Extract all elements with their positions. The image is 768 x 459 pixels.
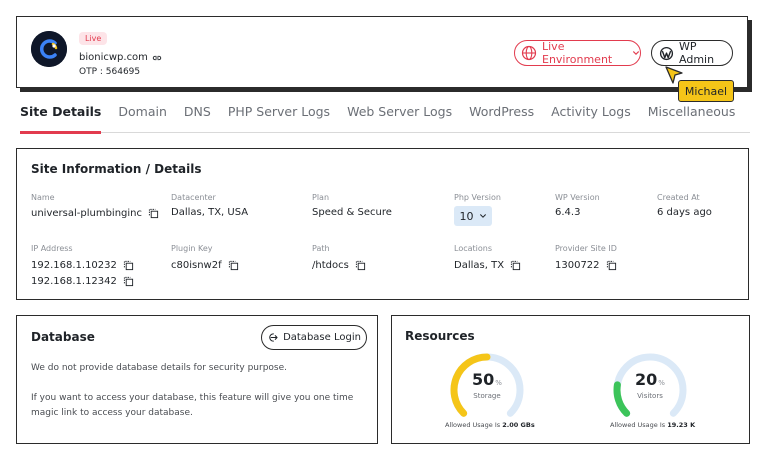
site-logo	[31, 31, 67, 67]
copy-icon[interactable]	[606, 260, 617, 271]
environment-dropdown[interactable]: Live Environment	[514, 40, 641, 66]
wp-version-value: 6.4.3	[555, 207, 581, 218]
copy-icon[interactable]	[148, 208, 159, 219]
chevron-down-icon	[632, 49, 640, 57]
provider-site-id-text: 1300722	[555, 260, 600, 271]
name-text: universal-plumbinginc	[31, 208, 142, 219]
ip-address-value-2: 192.168.1.12342	[31, 276, 134, 287]
plugin-key-label: Plugin Key	[171, 244, 213, 253]
pointer-cursor-icon	[663, 64, 685, 86]
storage-value: 50	[472, 370, 495, 389]
php-version-value: 10	[459, 209, 474, 223]
visitors-usage-prefix: Allowed Usage Is	[610, 421, 666, 429]
plugin-key-value: c80isnw2f	[171, 260, 239, 271]
database-notice: We do not provide database details for s…	[31, 363, 287, 373]
site-domain[interactable]: bionicwp.com	[79, 52, 162, 63]
plugin-key-text: c80isnw2f	[171, 260, 222, 271]
visitors-gauge: 20% Visitors	[610, 350, 690, 430]
ip-address-label: IP Address	[31, 244, 73, 253]
datacenter-label: Datacenter	[171, 193, 216, 202]
created-at-label: Created At	[657, 193, 700, 202]
storage-usage-value: 2.00 GBs	[502, 421, 535, 429]
datacenter-value: Dallas, TX, USA	[171, 207, 249, 218]
database-magic-link-notice: If you want to access your database, thi…	[31, 393, 354, 418]
tab-domain[interactable]: Domain	[118, 104, 167, 119]
plan-label: Plan	[312, 193, 330, 202]
copy-icon[interactable]	[123, 276, 134, 287]
visitors-unit: %	[658, 379, 665, 387]
site-header-card: Live bionicwp.com OTP : 564695 Live Envi…	[16, 16, 748, 88]
ip-address-text: 192.168.1.10232	[31, 260, 117, 271]
storage-gauge-fill	[450, 353, 491, 417]
name-value: universal-plumbinginc	[31, 208, 159, 219]
visitors-gauge-fill	[613, 381, 631, 417]
site-information-card: Site Information / Details Name universa…	[16, 148, 749, 300]
copy-icon[interactable]	[228, 260, 239, 271]
provider-site-id-label: Provider Site ID	[555, 244, 617, 253]
copy-icon[interactable]	[355, 260, 366, 271]
live-status-badge: Live	[79, 32, 108, 45]
tab-activity-logs[interactable]: Activity Logs	[551, 104, 631, 119]
tab-dns[interactable]: DNS	[183, 104, 211, 119]
visitors-value: 20	[635, 370, 658, 389]
user-cursor-tag: Michael	[678, 80, 734, 102]
database-login-label: Database Login	[283, 332, 361, 343]
visitors-usage-value: 19.23 K	[667, 421, 696, 429]
name-label: Name	[31, 193, 55, 202]
wp-admin-button[interactable]: WP Admin	[651, 40, 733, 66]
tab-php-server-logs[interactable]: PHP Server Logs	[227, 104, 331, 119]
wordpress-icon	[659, 46, 674, 61]
tab-web-server-logs[interactable]: Web Server Logs	[347, 104, 453, 119]
ip-address-text: 192.168.1.12342	[31, 276, 117, 287]
path-text: /htdocs	[312, 260, 349, 271]
visitors-allowed-usage: Allowed Usage Is 19.23 K	[610, 421, 695, 429]
wp-admin-label: WP Admin	[679, 40, 715, 66]
path-value: /htdocs	[312, 260, 366, 271]
tab-wordpress[interactable]: WordPress	[469, 104, 535, 119]
wp-version-label: WP Version	[555, 193, 600, 202]
database-title: Database	[31, 330, 95, 344]
link-icon[interactable]	[152, 53, 162, 63]
resources-card: Resources 50% Storage Allowed Usage Is 2…	[391, 315, 750, 444]
php-version-select[interactable]: 10	[454, 206, 492, 226]
globe-icon	[521, 45, 537, 61]
resources-title: Resources	[405, 329, 475, 343]
site-tabs: Site Details Domain DNS PHP Server Logs …	[20, 100, 750, 134]
path-label: Path	[312, 244, 330, 253]
otp-code: OTP : 564695	[79, 67, 141, 77]
storage-allowed-usage: Allowed Usage Is 2.00 GBs	[445, 421, 535, 429]
chevron-down-icon	[479, 212, 487, 220]
copy-icon[interactable]	[510, 260, 521, 271]
provider-site-id-value: 1300722	[555, 260, 617, 271]
tab-site-details[interactable]: Site Details	[20, 100, 102, 134]
php-version-label: Php Version	[454, 193, 501, 202]
storage-usage-prefix: Allowed Usage Is	[445, 421, 501, 429]
site-info-title: Site Information / Details	[31, 162, 202, 176]
storage-percent: 50%	[447, 370, 527, 389]
visitors-label: Visitors	[637, 392, 663, 400]
database-login-button[interactable]: Database Login	[261, 325, 367, 350]
visitors-percent: 20%	[610, 370, 690, 389]
plan-value: Speed & Secure	[312, 207, 392, 218]
environment-label: Live Environment	[542, 40, 613, 66]
ip-address-value-1: 192.168.1.10232	[31, 260, 134, 271]
created-at-value: 6 days ago	[657, 207, 712, 218]
tab-miscellaneous[interactable]: Miscellaneous	[647, 104, 736, 119]
storage-label: Storage	[473, 392, 501, 400]
storage-unit: %	[495, 379, 502, 387]
locations-value: Dallas, TX	[454, 260, 521, 271]
database-card: Database Database Login We do not provid…	[16, 315, 378, 444]
locations-label: Locations	[454, 244, 493, 253]
site-domain-text: bionicwp.com	[79, 52, 148, 63]
storage-gauge: 50% Storage	[447, 350, 527, 430]
login-arrow-icon	[267, 332, 278, 343]
copy-icon[interactable]	[123, 260, 134, 271]
locations-text: Dallas, TX	[454, 260, 505, 271]
